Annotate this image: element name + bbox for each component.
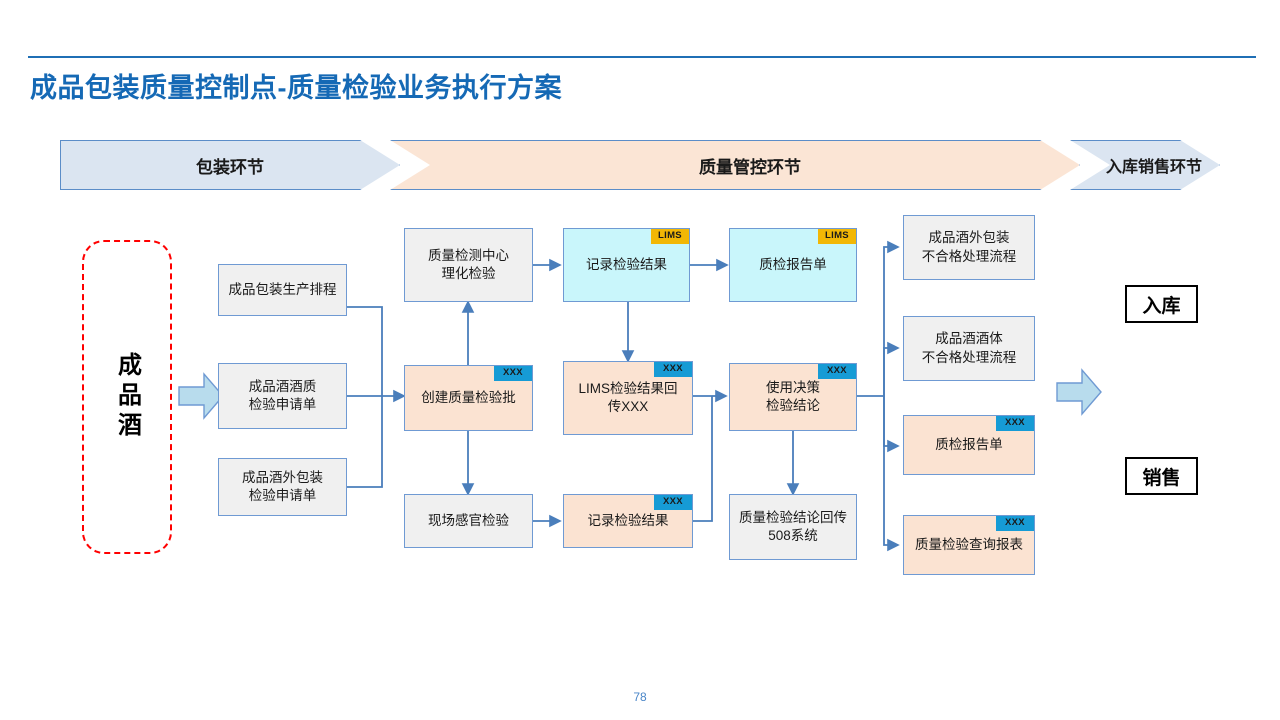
node-label: 成品酒酒质检验申请单 [248, 378, 317, 412]
system-badge: XXX [818, 364, 856, 379]
node-label: 记录检验结果 [586, 256, 667, 272]
node-label: 使用决策检验结论 [766, 379, 820, 413]
node-label: 成品酒酒体不合格处理流程 [921, 331, 1017, 365]
phase-banner: 包装环节 质量管控环节 入库销售环节 [60, 140, 1220, 190]
system-badge: XXX [654, 495, 692, 510]
node-label: 质检报告单 [935, 436, 1003, 452]
node-label: 成品酒外包装检验申请单 [242, 469, 323, 503]
node-label: 成品酒外包装不合格处理流程 [921, 230, 1017, 264]
system-badge: LIMS [651, 229, 689, 244]
flow-arrow-outbound [1056, 368, 1102, 416]
terminal-sales[interactable]: 销售 [1125, 457, 1198, 495]
node-wine-nonconformance-flow[interactable]: 成品酒酒体不合格处理流程 [903, 316, 1035, 381]
flow-arrow-source [178, 372, 224, 420]
node-lims-result-return[interactable]: XXX LIMS检验结果回传XXX [563, 361, 693, 435]
phase-segment-label: 质量管控环节 [699, 157, 801, 177]
node-inspection-report-xxx[interactable]: XXX 质检报告单 [903, 415, 1035, 475]
node-label: 记录检验结果 [587, 512, 669, 528]
phase-segment-warehouse-sales[interactable]: 入库销售环节 [1070, 140, 1220, 190]
node-label: 创建质量检验批 [421, 389, 516, 405]
terminal-inbound[interactable]: 入库 [1125, 285, 1198, 323]
phase-segment-label: 包装环节 [196, 157, 264, 177]
phase-segment-shape [390, 140, 1080, 190]
phase-segment-shape [60, 140, 400, 190]
node-onsite-sensory-inspection[interactable]: 现场感官检验 [404, 494, 533, 548]
node-label: 现场感官检验 [428, 512, 509, 528]
node-usage-decision-conclusion[interactable]: XXX 使用决策检验结论 [729, 363, 857, 431]
node-wine-quality-request[interactable]: 成品酒酒质检验申请单 [218, 363, 347, 429]
phase-segment-packaging[interactable]: 包装环节 [60, 140, 400, 190]
node-package-inspection-request[interactable]: 成品酒外包装检验申请单 [218, 458, 347, 516]
node-label: 质量检验查询报表 [915, 536, 1023, 552]
node-quality-query-report[interactable]: XXX 质量检验查询报表 [903, 515, 1035, 575]
node-create-inspection-batch[interactable]: XXX 创建质量检验批 [404, 365, 533, 431]
system-badge: XXX [996, 416, 1034, 431]
node-label: LIMS检验结果回传XXX [578, 380, 678, 414]
phase-segment-label: 入库销售环节 [1105, 159, 1202, 176]
source-node-label: 成品酒 [113, 352, 141, 442]
system-badge: XXX [996, 516, 1034, 531]
system-badge: XXX [494, 366, 532, 381]
source-node-finished-wine[interactable]: 成品酒 [82, 240, 172, 554]
node-record-results-xxx[interactable]: XXX 记录检验结果 [563, 494, 693, 548]
terminal-label: 入库 [1142, 295, 1181, 317]
node-inspection-report-lims[interactable]: LIMS 质检报告单 [729, 228, 857, 302]
node-record-results-lims[interactable]: LIMS 记录检验结果 [563, 228, 690, 302]
node-lab-center-physchem[interactable]: 质量检测中心理化检验 [404, 228, 533, 302]
title-divider [28, 56, 1256, 58]
system-badge: XXX [654, 362, 692, 377]
page-title: 成品包装质量控制点-质量检验业务执行方案 [30, 73, 562, 103]
page-number: 78 [633, 690, 647, 704]
node-label: 成品包装生产排程 [228, 281, 337, 297]
phase-segment-quality[interactable]: 质量管控环节 [390, 140, 1080, 190]
node-package-nonconformance-flow[interactable]: 成品酒外包装不合格处理流程 [903, 215, 1035, 280]
node-label: 质检报告单 [759, 256, 827, 272]
node-label: 质量检测中心理化检验 [428, 247, 509, 281]
system-badge: LIMS [818, 229, 856, 244]
node-packaging-schedule[interactable]: 成品包装生产排程 [218, 264, 347, 316]
terminal-label: 销售 [1142, 467, 1181, 489]
